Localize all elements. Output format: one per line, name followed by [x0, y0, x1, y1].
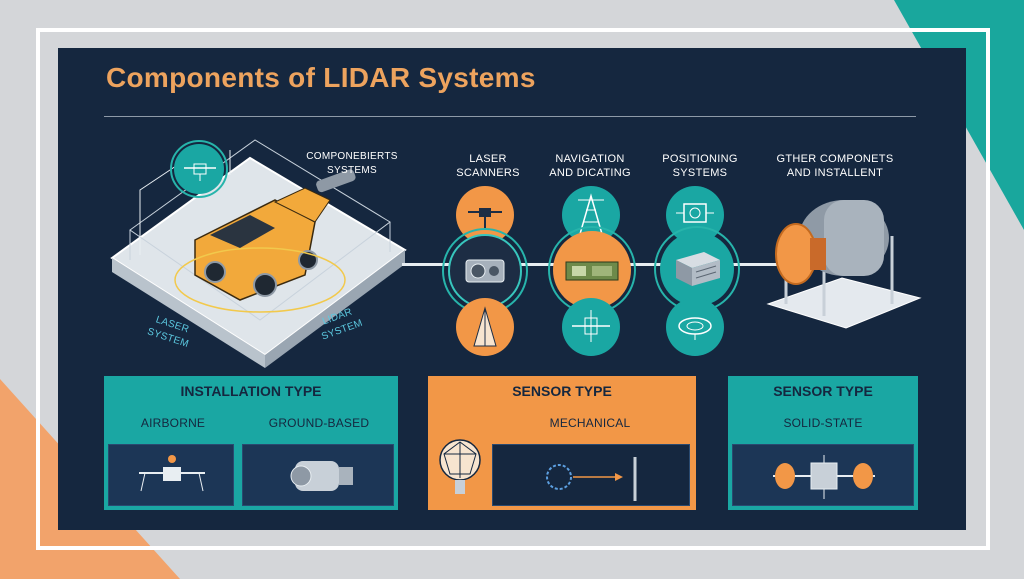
mechanical-image — [492, 444, 690, 506]
sensor-solid-state-header: SENSOR TYPE — [773, 383, 873, 399]
rotating-mirror-icon — [546, 457, 637, 501]
positioning-bottom-circle — [666, 298, 724, 356]
drone-icon — [468, 208, 502, 228]
mirror-sphere-icon — [439, 439, 481, 494]
label-components-systems: COMPONEBIERTS SYSTEMS — [306, 151, 398, 176]
light-cone-icon — [473, 306, 497, 347]
lidar-platform-illustration — [110, 139, 407, 368]
page-title: Components of LIDAR Systems — [106, 62, 536, 93]
sensor-callout-circle — [174, 144, 224, 194]
camera-sensor-icon — [676, 203, 714, 223]
laser-scanner-icon — [465, 259, 505, 283]
ground-based-label: GROUND-BASED — [268, 416, 370, 430]
gps-dish-icon — [678, 317, 712, 340]
title-divider — [104, 116, 916, 117]
processor-board-icon — [565, 261, 619, 281]
solid-state-label: SOLID-STATE — [783, 416, 863, 430]
sensor-mechanical-header: SENSOR TYPE — [512, 383, 612, 399]
solid-state-emitter-icon — [773, 455, 875, 499]
label-positioning: POSITIONING SYSTEMS — [662, 153, 738, 179]
server-icon — [676, 252, 720, 286]
ground-based-image — [242, 444, 394, 506]
drone-icon — [139, 455, 205, 492]
installation-type-header: INSTALLATION TYPE — [104, 376, 398, 406]
label-laser-scanners: LASER SCANNERS — [456, 153, 520, 179]
rotary-scanner-icon — [766, 200, 922, 329]
mechanical-label: MECHANICAL — [549, 416, 631, 430]
truck-icon — [174, 169, 356, 313]
airborne-label: AIRBORNE — [140, 416, 206, 430]
label-other-components: GTHER COMPONETS AND INSTALLENT — [776, 153, 894, 179]
airborne-image — [108, 444, 234, 506]
ground-sensor-icon — [290, 461, 353, 491]
antenna-array-icon — [572, 310, 610, 342]
solid-state-image — [732, 444, 914, 506]
drone-outline-icon — [184, 163, 216, 181]
label-navigation: NAVIGATION AND DICATING — [549, 153, 631, 179]
sensor-callout-ring — [170, 140, 228, 198]
outer-frame — [36, 28, 990, 550]
